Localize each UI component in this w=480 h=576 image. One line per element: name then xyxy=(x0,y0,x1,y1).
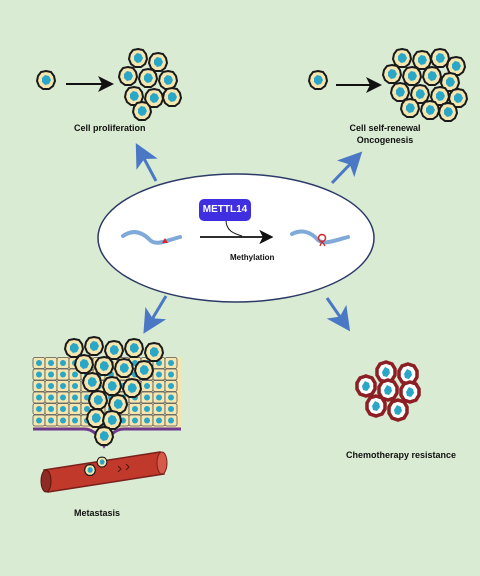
arrow-to-proliferation xyxy=(135,143,158,182)
self-renewing-cells-cluster xyxy=(382,48,468,122)
resistant-cells-cluster xyxy=(355,360,421,422)
arrow-to-self-renewal xyxy=(330,151,363,185)
enzyme-connector xyxy=(225,219,243,237)
proliferating-cells-cluster xyxy=(118,48,182,121)
single-cell-icon xyxy=(308,70,328,90)
methyl-site-icon xyxy=(162,238,168,243)
arrow-to-chemo-resistance xyxy=(325,297,351,332)
oncogenesis-label: Oncogenesis xyxy=(356,135,414,145)
methylation-label: Methylation xyxy=(230,253,275,262)
methylated-rna-strand-icon xyxy=(290,229,350,245)
enzyme-box xyxy=(199,199,251,221)
chemotherapy-resistance-label: Chemotherapy resistance xyxy=(346,450,457,460)
m6a-mark-icon xyxy=(317,233,327,247)
enzyme-label: METTL14 xyxy=(202,204,248,215)
arrow-to-metastasis xyxy=(143,295,168,334)
cell-proliferation-label: Cell proliferation xyxy=(74,123,146,133)
rna-strand-icon xyxy=(121,230,182,245)
cell-self-renewal-label: Cell self-renewal xyxy=(349,123,421,133)
blood-vessel-icon xyxy=(40,451,168,493)
self-renewal-label-group: Cell self-renewal Oncogenesis xyxy=(330,122,440,146)
central-ellipse xyxy=(97,173,375,303)
metastasis-label: Metastasis xyxy=(74,508,121,518)
single-cell-icon xyxy=(36,70,56,90)
